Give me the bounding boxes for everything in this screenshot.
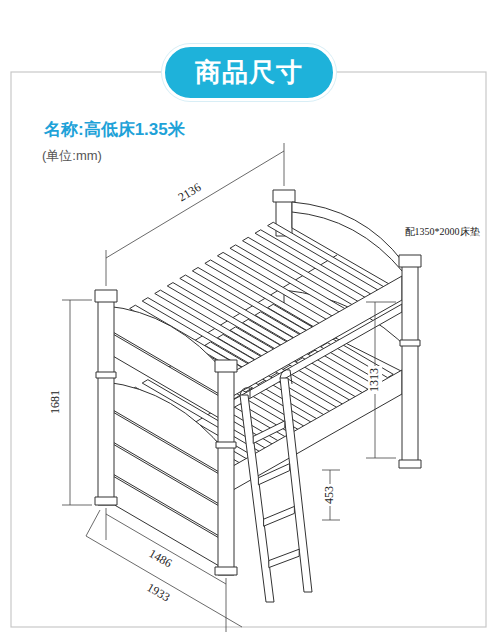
heading-text: 商品尺寸 [195, 55, 303, 90]
post-cap [399, 255, 421, 267]
slat [255, 230, 381, 303]
front-right-post [218, 370, 234, 575]
unit-note: (单位:mm) [40, 149, 104, 164]
dimension: 1486 [144, 546, 175, 572]
product-name: 名称:高低床1.35米 [42, 120, 187, 140]
dimension: 1681 [49, 388, 63, 416]
ladder-rung [253, 421, 285, 444]
ladder [240, 370, 312, 602]
ladder-rung [264, 506, 295, 526]
slat [268, 222, 394, 295]
post-foot [95, 497, 117, 505]
post-ring [400, 340, 420, 346]
dimension: 453 [323, 484, 337, 506]
post-cap [273, 190, 295, 202]
back-right-post [402, 265, 418, 467]
slat [192, 267, 318, 340]
dimension-lines [62, 143, 396, 632]
ladder-stringer [240, 395, 274, 602]
upper-side-rail [226, 276, 402, 400]
upper-side-rail-lower [226, 304, 402, 412]
post-foot [215, 567, 237, 575]
ladder-rung [258, 464, 289, 485]
mattress-note: 配1350*2000床垫 [403, 226, 482, 238]
frame [11, 72, 486, 627]
post-ring [216, 442, 236, 448]
dimension: 1313 [368, 366, 382, 394]
front-left-post [98, 300, 114, 505]
slat [230, 245, 356, 318]
dimension: 2136 [174, 180, 205, 206]
slat [205, 260, 331, 333]
slat [243, 237, 369, 310]
slat [180, 275, 306, 348]
ladder-rung [269, 549, 299, 567]
post-cap [215, 360, 237, 372]
post-ring [96, 372, 116, 378]
title-pill: 商品尺寸 [162, 44, 336, 101]
ladder-hook [240, 388, 250, 398]
ladder-hook [280, 370, 292, 384]
slat [217, 252, 343, 325]
post-foot [399, 460, 421, 468]
post-cap [95, 290, 117, 302]
